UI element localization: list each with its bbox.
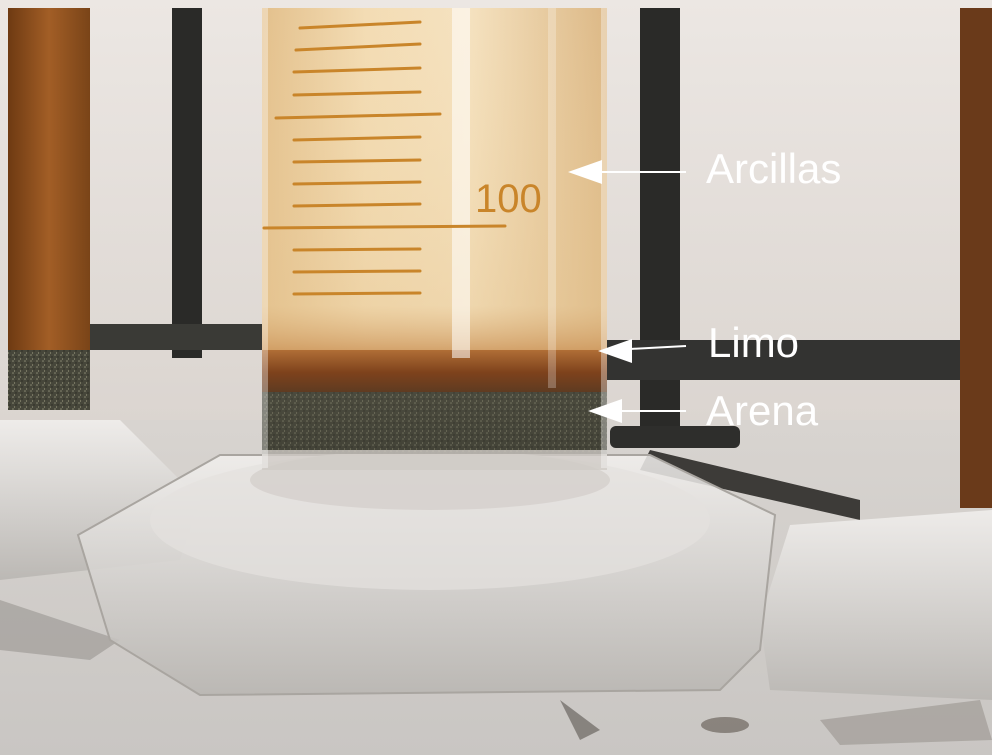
label-limo: Limo xyxy=(708,319,800,366)
scale-mark-100: 100 xyxy=(475,177,542,221)
arrow-arcillas-head xyxy=(568,160,602,184)
graduated-cylinder: 100 xyxy=(262,8,607,470)
right-cylinder xyxy=(760,8,992,700)
silt-layer xyxy=(262,350,607,395)
arrow-limo-head xyxy=(598,339,632,363)
cylinder-base xyxy=(76,450,777,697)
arrow-limo-line xyxy=(629,345,687,350)
label-arcillas: Arcillas xyxy=(706,145,842,192)
label-arena: Arena xyxy=(706,387,819,434)
arrow-arena-head xyxy=(588,399,622,423)
graduation-marks xyxy=(262,20,507,296)
metal-stand xyxy=(88,8,980,520)
annotation-arrows xyxy=(568,160,687,423)
